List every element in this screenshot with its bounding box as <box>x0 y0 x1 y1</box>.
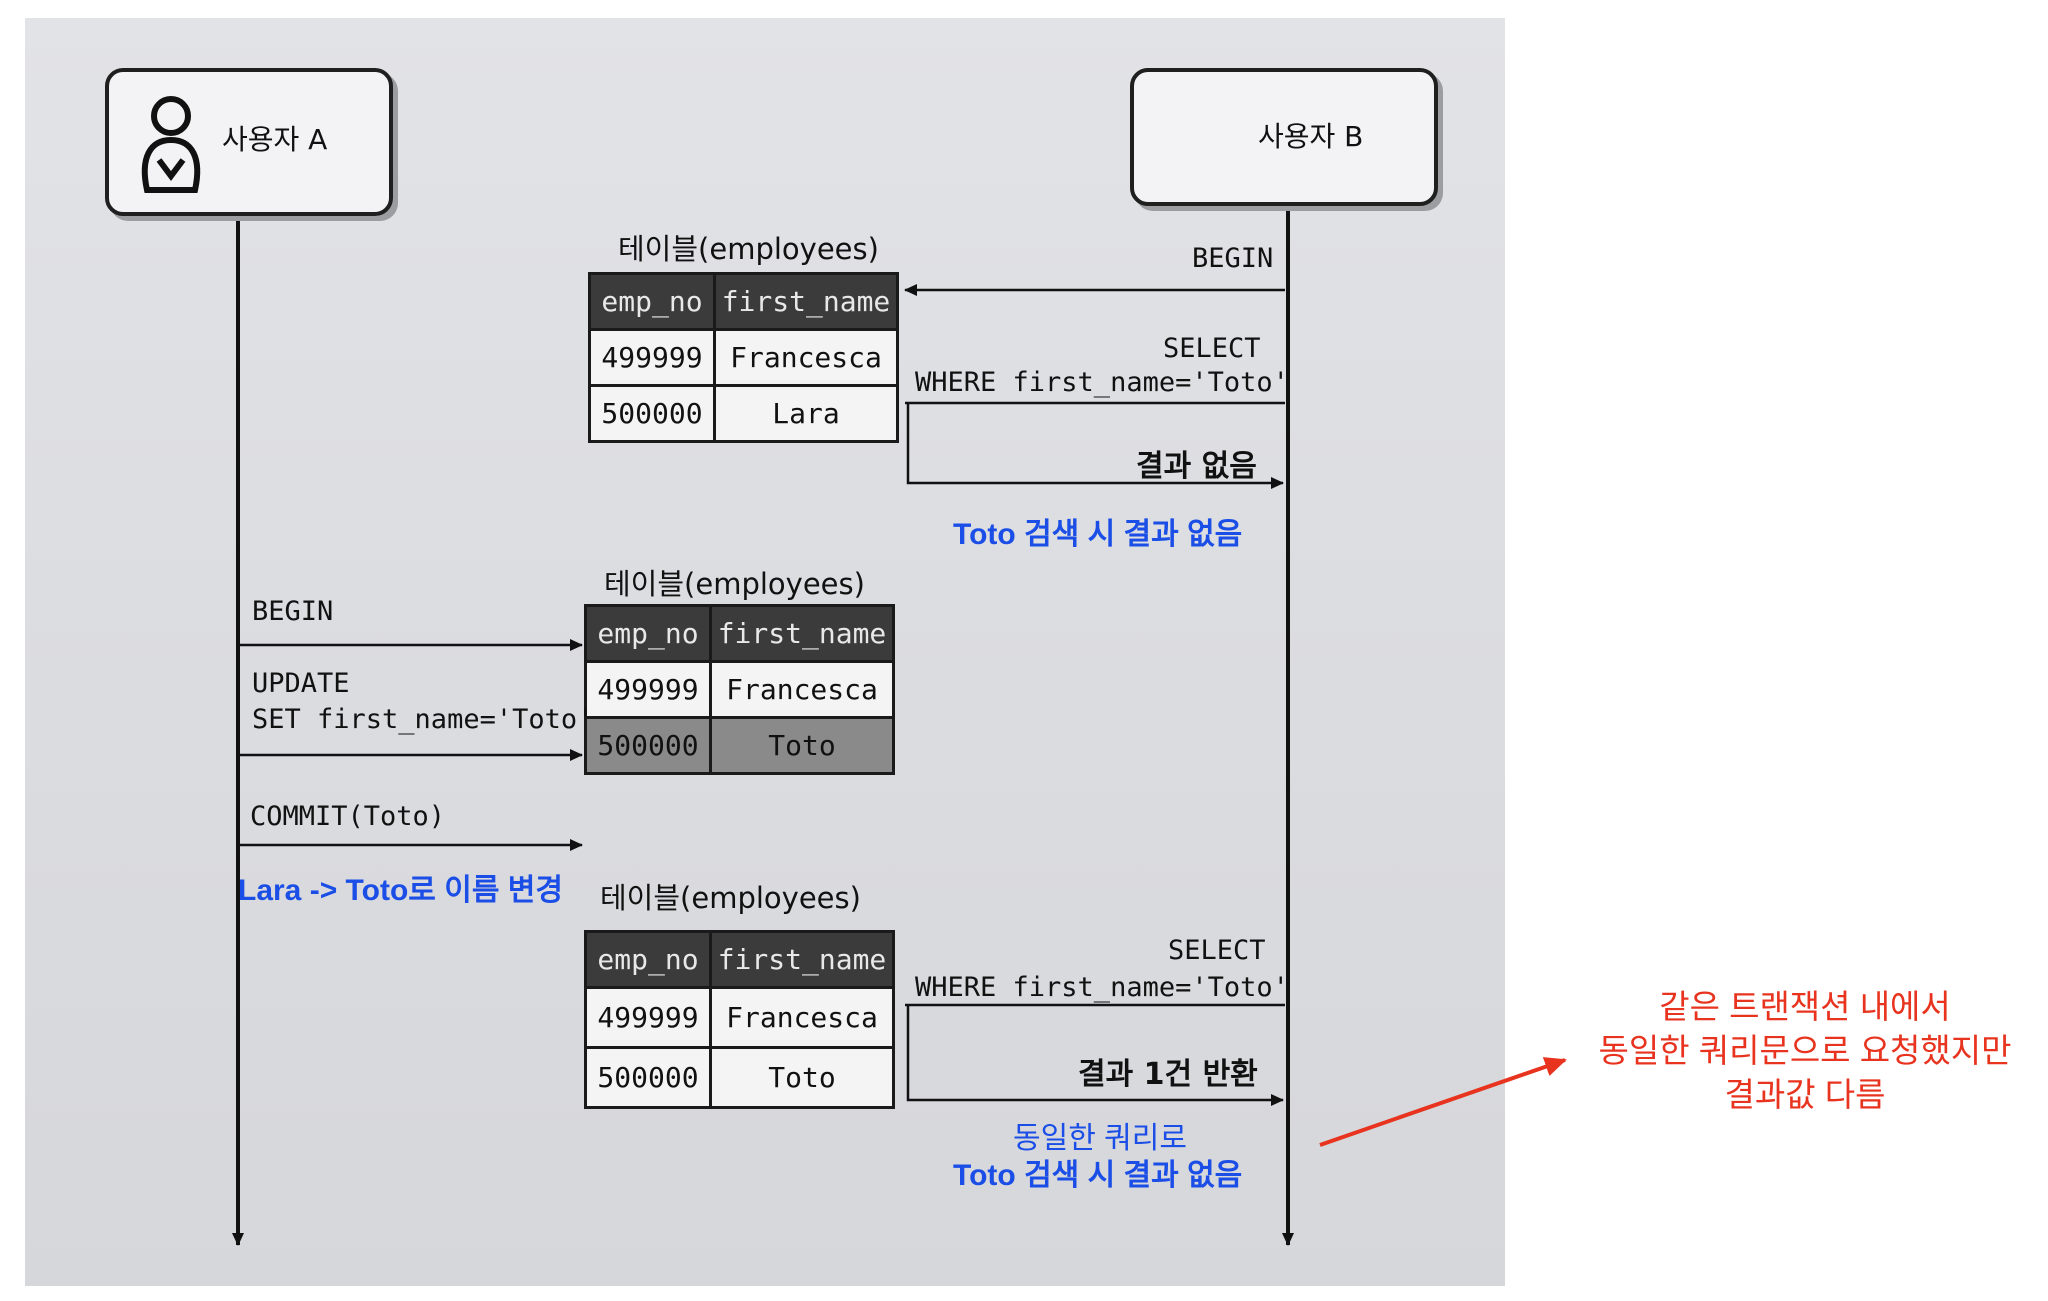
cell-emp-no: 499999 <box>584 660 712 719</box>
table-row: 499999 Francesca <box>584 986 895 1049</box>
user-a-label: 사용자 A <box>222 123 328 156</box>
user-b-label: 사용자 B <box>1258 120 1364 153</box>
cell-first-name: Lara <box>713 384 899 443</box>
annotation-red: 같은 트랜잭션 내에서 동일한 쿼리문으로 요청했지만 결과값 다름 <box>1570 985 2040 1117</box>
header-emp-no: emp_no <box>584 930 712 989</box>
result2-bracket <box>906 1005 1284 1106</box>
b-select2-label: SELECT <box>1168 935 1266 966</box>
table-header-row: emp_no first_name <box>584 930 895 989</box>
user-b-box <box>1130 68 1438 206</box>
table1: emp_no first_name 499999 Francesca 50000… <box>588 272 899 443</box>
a-commit-label: COMMIT(Toto) <box>250 801 446 832</box>
header-emp-no: emp_no <box>588 272 716 331</box>
table-row: 499999 Francesca <box>584 660 895 719</box>
header-first-name: first_name <box>709 604 895 663</box>
annotation-blue-2: Lara -> Toto로 이름 변경 <box>238 874 563 907</box>
a-update-label: UPDATE <box>252 668 350 699</box>
table2: emp_no first_name 499999 Francesca 50000… <box>584 604 895 775</box>
cell-emp-no: 500000 <box>584 1046 712 1109</box>
red-pointer-arrow <box>1319 1057 1567 1147</box>
b-select2-where: WHERE first_name='Toto' <box>915 972 1289 1003</box>
table-header-row: emp_no first_name <box>588 272 899 331</box>
a-begin-label: BEGIN <box>252 596 334 627</box>
result1-bracket <box>906 403 1284 489</box>
b-result2: 결과 1건 반환 <box>1078 1057 1258 1092</box>
table-row: 499999 Francesca <box>588 328 899 387</box>
annotation-blue-3-line2: Toto 검색 시 결과 없음 <box>953 1159 1243 1192</box>
table1-title: 테이블(employees) <box>618 232 879 266</box>
table-header-row: emp_no first_name <box>584 604 895 663</box>
b-select1-where: WHERE first_name='Toto' <box>915 367 1289 398</box>
annotation-red-line3: 결과값 다름 <box>1724 1076 1886 1113</box>
cell-first-name: Toto <box>709 1046 895 1109</box>
cell-emp-no: 500000 <box>588 384 716 443</box>
header-first-name: first_name <box>709 930 895 989</box>
table3-title: 테이블(employees) <box>600 881 861 915</box>
table-row: 500000 Toto <box>584 1046 895 1109</box>
cell-first-name: Francesca <box>713 328 899 387</box>
b-select1-label: SELECT <box>1163 333 1261 364</box>
annotation-blue-1: Toto 검색 시 결과 없음 <box>953 518 1243 551</box>
annotation-red-line2: 동일한 쿼리문으로 요청했지만 <box>1598 1032 2012 1069</box>
table2-title: 테이블(employees) <box>604 567 865 601</box>
cell-emp-no: 499999 <box>588 328 716 387</box>
cell-first-name: Francesca <box>709 660 895 719</box>
b-begin-label: BEGIN <box>1192 243 1274 274</box>
cell-first-name: Toto <box>709 716 895 775</box>
a-update-set: SET first_name='Toto' <box>252 704 594 735</box>
annotation-blue-3-line1: 동일한 쿼리로 <box>1013 1122 1187 1155</box>
table-row-highlighted: 500000 Toto <box>584 716 895 775</box>
b-result1: 결과 없음 <box>1136 449 1257 484</box>
header-first-name: first_name <box>713 272 899 331</box>
cell-emp-no: 499999 <box>584 986 712 1049</box>
cell-first-name: Francesca <box>709 986 895 1049</box>
table-row: 500000 Lara <box>588 384 899 443</box>
annotation-red-line1: 같은 트랜잭션 내에서 <box>1659 988 1951 1025</box>
cell-emp-no: 500000 <box>584 716 712 775</box>
header-emp-no: emp_no <box>584 604 712 663</box>
table3: emp_no first_name 499999 Francesca 50000… <box>584 930 895 1109</box>
